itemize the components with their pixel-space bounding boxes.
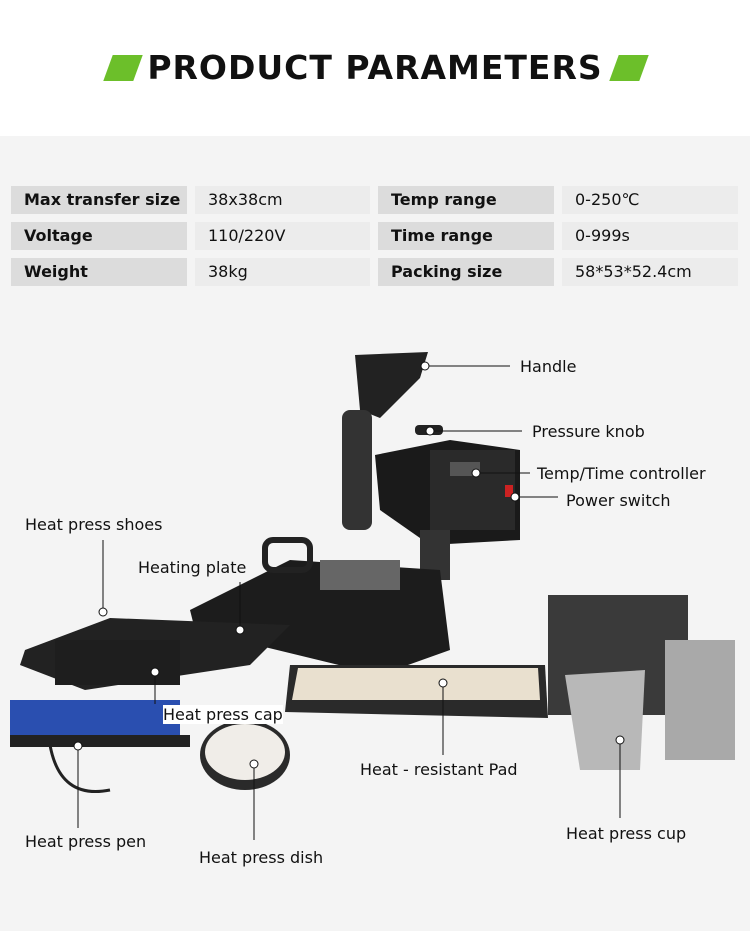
param-label: Temp range	[378, 186, 554, 214]
param-label: Weight	[11, 258, 187, 286]
param-value: 0-999s	[562, 222, 738, 250]
param-value: 38x38cm	[195, 186, 370, 214]
callout-cup: Heat press cup	[566, 824, 687, 843]
param-value: 38kg	[195, 258, 370, 286]
param-value: 110/220V	[195, 222, 370, 250]
callout-shoes: Heat press shoes	[25, 515, 163, 534]
callout-power-switch: Power switch	[566, 491, 671, 510]
callout-handle: Handle	[520, 357, 577, 376]
page-title: PRODUCT PARAMETERS	[147, 48, 603, 87]
heat-press-product-photo	[10, 352, 735, 793]
callout-heating-plate: Heating plate	[138, 558, 247, 577]
param-label: Voltage	[11, 222, 187, 250]
callout-pad: Heat - resistant Pad	[360, 760, 518, 779]
callout-pressure-knob: Pressure knob	[532, 422, 645, 441]
param-label: Time range	[378, 222, 554, 250]
callout-dish: Heat press dish	[199, 848, 324, 867]
param-label: Max transfer size	[11, 186, 187, 214]
param-value: 0-250℃	[562, 186, 738, 214]
param-label: Packing size	[378, 258, 554, 286]
param-value: 58*53*52.4cm	[562, 258, 738, 286]
callout-cap: Heat press cap	[163, 705, 283, 724]
callout-pen: Heat press pen	[25, 832, 147, 851]
callout-controller: Temp/Time controller	[537, 464, 706, 483]
